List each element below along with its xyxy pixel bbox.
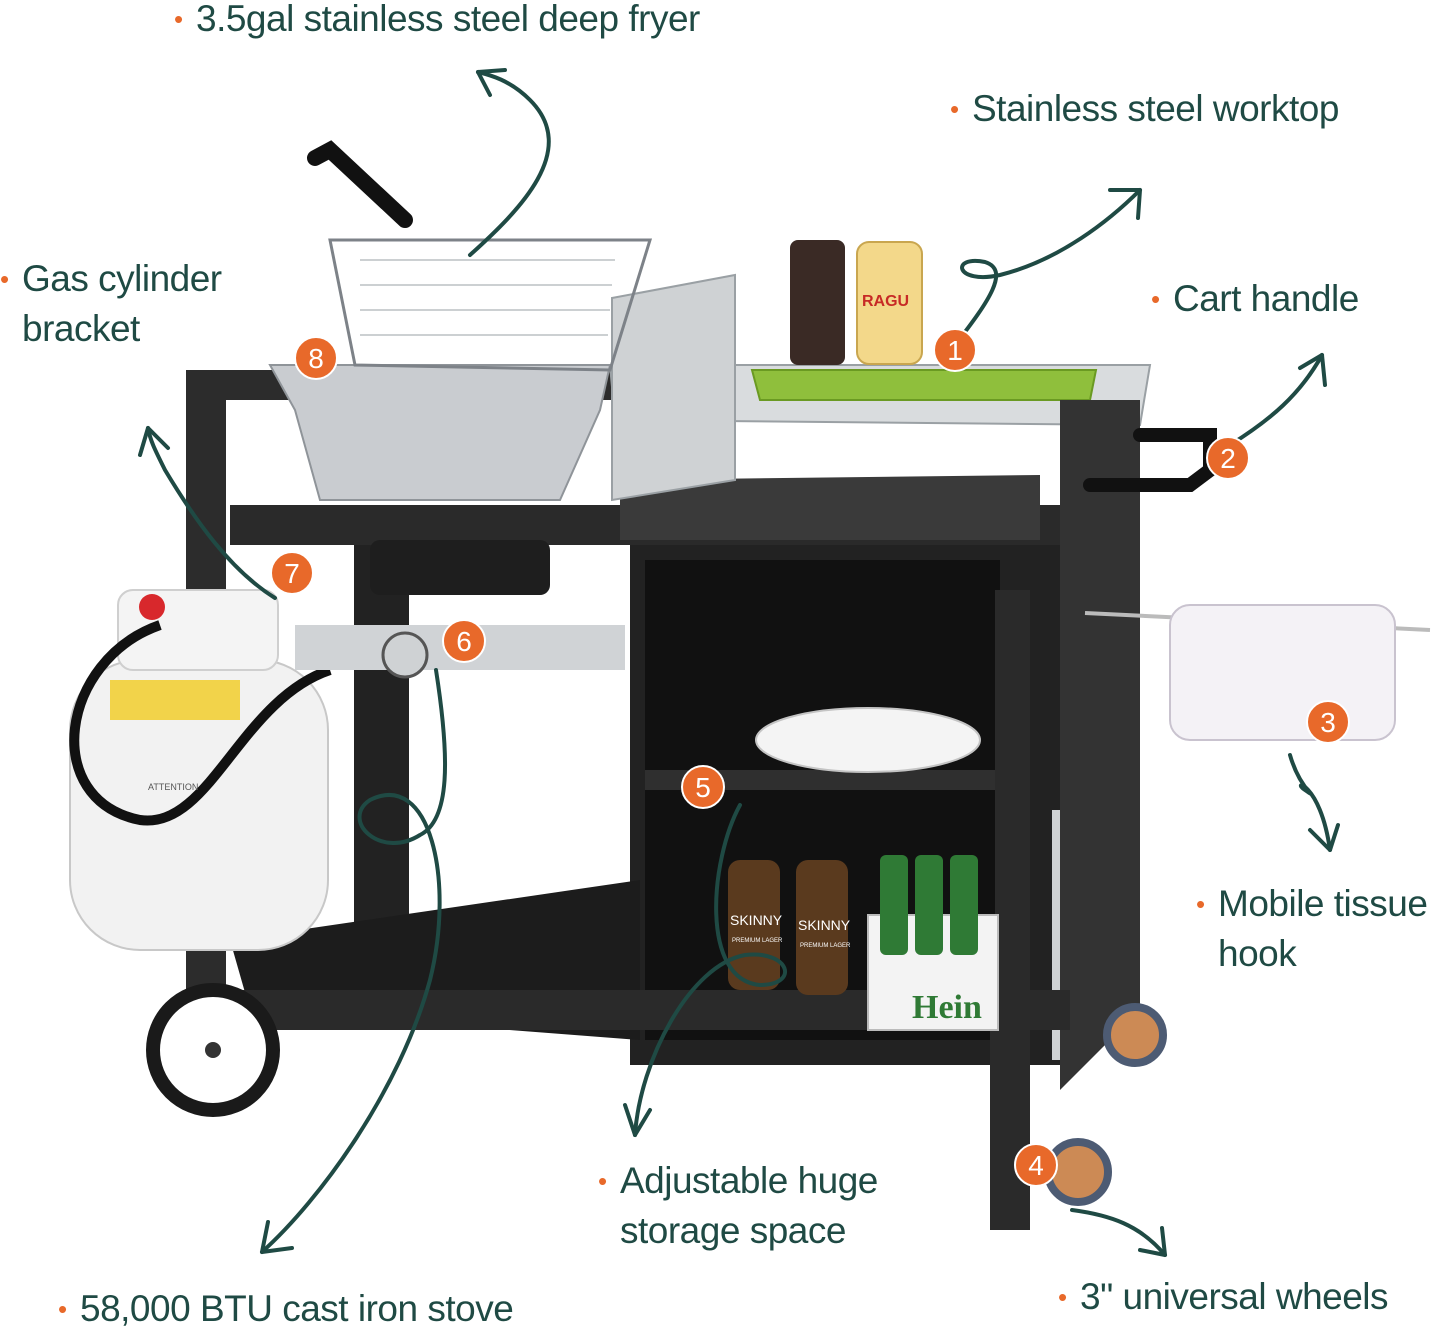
- paper-towel-roll: [1169, 604, 1396, 741]
- feature-line: 3.5gal stainless steel deep fryer: [196, 0, 700, 39]
- bullet-icon: •: [1196, 889, 1205, 919]
- badge-circle: [1206, 436, 1250, 480]
- badge-number: 6: [456, 626, 472, 657]
- badge-circle: [933, 328, 977, 372]
- arrow-handle: [1228, 353, 1324, 447]
- feature-label-stove: • 58,000 BTU cast iron stove: [58, 1284, 514, 1334]
- badge-4: 4: [1014, 1143, 1058, 1187]
- feature-label-worktop: • Stainless steel worktop: [950, 84, 1339, 134]
- badge-circle: [1306, 700, 1350, 744]
- basket-handle: [307, 140, 413, 228]
- arrow-storage: [633, 803, 788, 1137]
- plates: [755, 707, 981, 773]
- feature-line: 58,000 BTU cast iron stove: [80, 1288, 514, 1329]
- feature-label-wheels: • 3" universal wheels: [1058, 1272, 1389, 1322]
- badge-2: 2: [1206, 436, 1250, 480]
- feature-line: Gas cylinder: [22, 258, 222, 299]
- annotation-arrows: [138, 68, 1340, 1257]
- fryer-pot: [268, 364, 612, 501]
- arrow-bracket: [146, 426, 277, 600]
- badge-number: 4: [1028, 1150, 1044, 1181]
- bullet-icon: •: [58, 1294, 67, 1324]
- badge-number: 3: [1320, 707, 1336, 738]
- feature-line: hook: [1218, 933, 1297, 974]
- badge-8: 8: [294, 336, 338, 380]
- badge-1: 1: [933, 328, 977, 372]
- arrow-wheels: [1070, 1208, 1167, 1257]
- feature-line: Cart handle: [1173, 278, 1359, 319]
- badge-6: 6: [442, 619, 486, 663]
- badge-circle: [442, 619, 486, 663]
- sauce-jar: [856, 241, 923, 365]
- arrow-worktop: [953, 188, 1142, 347]
- badge-number: 1: [947, 335, 963, 366]
- cutting-board: [750, 369, 1098, 401]
- feature-label-storage: • Adjustable huge storage space: [598, 1156, 878, 1256]
- jar-brand-text: RAGU: [862, 293, 909, 310]
- feature-line: storage space: [620, 1210, 846, 1251]
- bottle-brand-1: SKINNY: [730, 912, 783, 928]
- bottle-brand-2: SKINNY: [798, 917, 851, 933]
- bullet-icon: •: [598, 1166, 607, 1196]
- caster-wheel-1: [1103, 1003, 1167, 1067]
- crate-brand-text: Hein: [912, 989, 982, 1026]
- arrow-tissue: [1288, 753, 1332, 852]
- feature-line: Stainless steel worktop: [972, 88, 1339, 129]
- feature-label-tissue-hook: • Mobile tissue hook: [1196, 879, 1428, 979]
- badge-circle: [294, 336, 338, 380]
- feature-line: 3" universal wheels: [1080, 1276, 1389, 1317]
- badge-circle: [681, 765, 725, 809]
- bullet-icon: •: [950, 94, 959, 124]
- feature-line: Adjustable huge: [620, 1160, 878, 1201]
- bottle-sub-2: PREMIUM LAGER: [800, 943, 851, 949]
- spice-bottle: [790, 240, 845, 365]
- badge-7: 7: [270, 551, 314, 595]
- badge-circle: [270, 551, 314, 595]
- feature-label-gas-bracket: • Gas cylinder bracket: [0, 254, 222, 354]
- feature-line: Mobile tissue: [1218, 883, 1428, 924]
- bullet-icon: •: [0, 264, 9, 294]
- tank-warning-text: ATTENTION: [148, 782, 198, 792]
- badge-3: 3: [1306, 700, 1350, 744]
- number-badges: 1 2 3 4 5 6 7 8: [270, 328, 1350, 1187]
- caster-wheel-2: [1044, 1138, 1112, 1206]
- feature-line: bracket: [22, 308, 140, 349]
- badge-circle: [1014, 1143, 1058, 1187]
- arrow-fryer: [468, 70, 551, 257]
- fryer-basket: [328, 238, 653, 372]
- badge-5: 5: [681, 765, 725, 809]
- feature-label-fryer: • 3.5gal stainless steel deep fryer: [174, 0, 700, 44]
- badge-number: 5: [695, 772, 711, 803]
- bottle-sub-1: PREMIUM LAGER: [732, 938, 783, 944]
- beer-bottle-2: [796, 860, 848, 995]
- bullet-icon: •: [1151, 284, 1160, 314]
- bullet-icon: •: [1058, 1282, 1067, 1312]
- badge-number: 8: [308, 343, 324, 374]
- badge-number: 2: [1220, 443, 1236, 474]
- bullet-icon: •: [174, 4, 183, 34]
- feature-label-cart-handle: • Cart handle: [1151, 274, 1359, 324]
- arrow-stove: [260, 668, 448, 1254]
- badge-number: 7: [284, 558, 300, 589]
